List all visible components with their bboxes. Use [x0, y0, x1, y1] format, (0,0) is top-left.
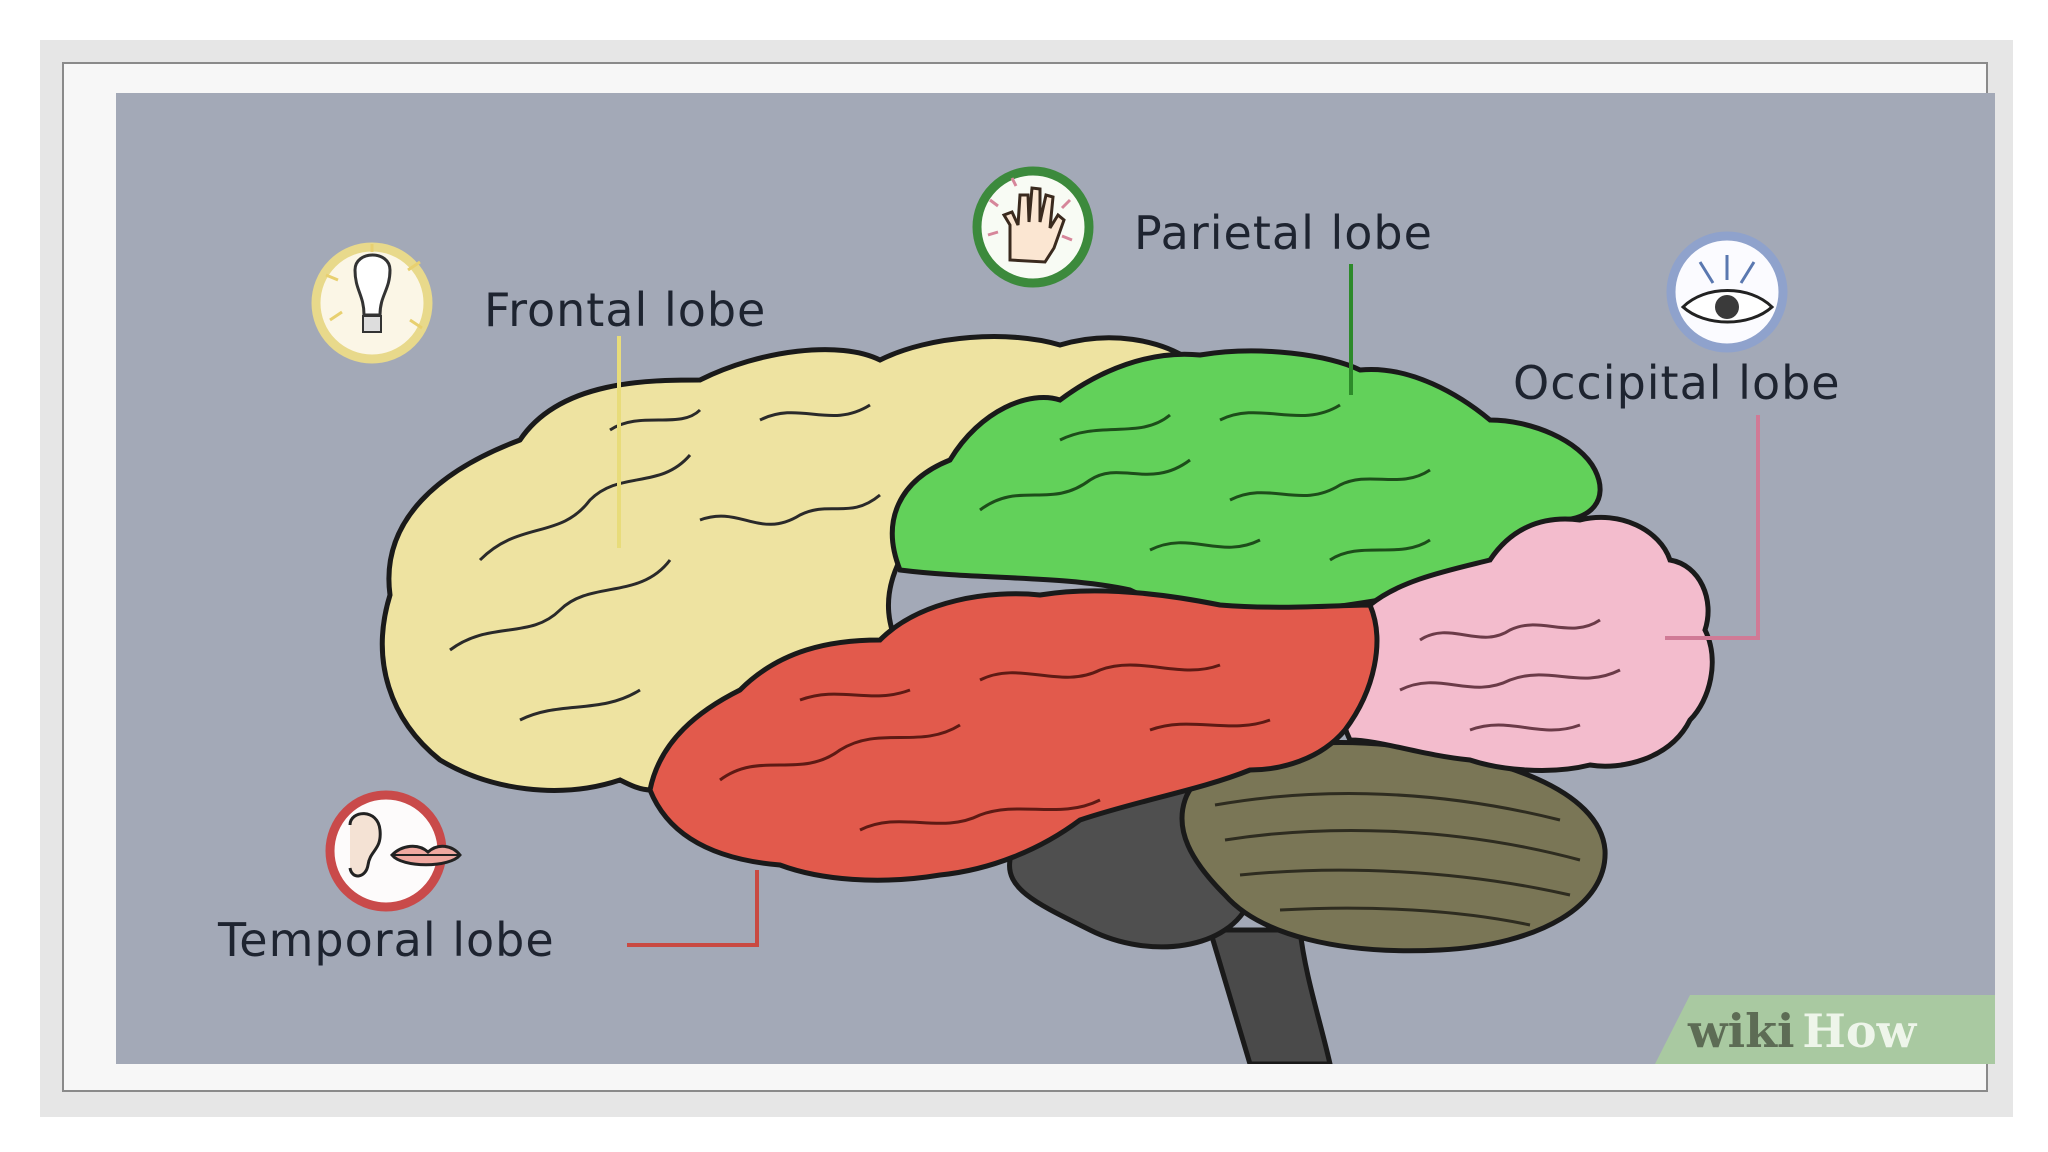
- lightbulb-icon: [316, 244, 428, 359]
- eye-icon: [1671, 236, 1783, 348]
- temporal-lobe-label: Temporal lobe: [218, 913, 555, 967]
- frontal-lobe-label: Frontal lobe: [484, 283, 766, 337]
- occipital-lobe-label: Occipital lobe: [1513, 356, 1841, 410]
- parietal-lobe-label: Parietal lobe: [1134, 206, 1433, 260]
- temporal-leader-line: [627, 870, 757, 945]
- watermark-how: How: [1802, 1004, 1916, 1058]
- hand-icon: [977, 171, 1089, 283]
- watermark-wiki: wiki: [1688, 1004, 1794, 1058]
- ear-and-mouth-icon: [330, 795, 460, 907]
